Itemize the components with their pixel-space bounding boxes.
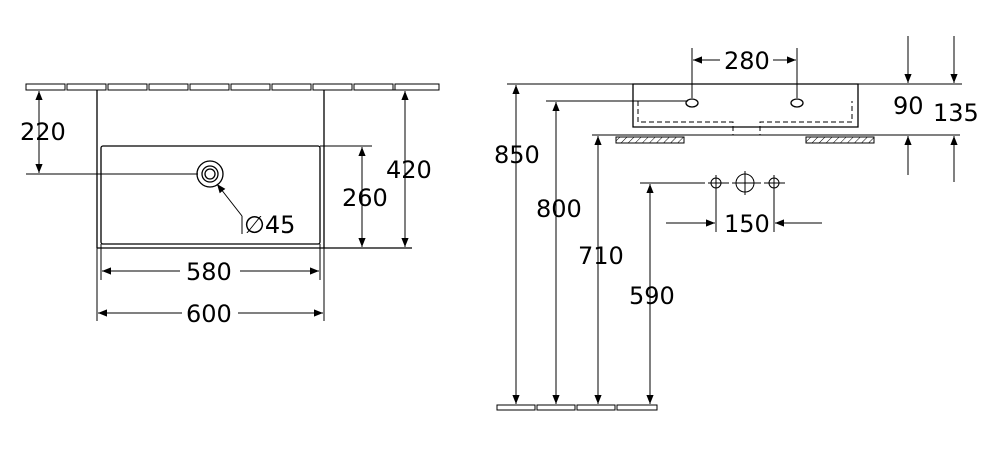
connection-left — [708, 175, 724, 191]
bracket-right — [805, 136, 875, 144]
dim-135-label: 135 — [933, 99, 979, 127]
dim-590-label: 590 — [629, 282, 675, 310]
dim-diameter-label: ∅45 — [244, 211, 295, 239]
dim-420-label: 420 — [386, 156, 432, 184]
side-view: 280 90 135 850 800 710 590 — [494, 36, 979, 411]
tap-hole — [196, 160, 224, 188]
dim-600-label: 600 — [186, 300, 232, 328]
dim-220-label: 220 — [20, 118, 66, 146]
bowl-outline — [100, 145, 321, 245]
basin-side-outline — [632, 83, 859, 128]
dim-800-label: 800 — [536, 195, 582, 223]
connection-right — [766, 175, 782, 191]
dim-90-label: 90 — [893, 92, 924, 120]
hole-right — [790, 98, 804, 108]
hole-left — [685, 98, 699, 108]
dim-850-label: 850 — [494, 141, 540, 169]
wall-band — [25, 83, 440, 91]
dim-260-label: 260 — [342, 184, 388, 212]
top-view: 220 260 420 ∅45 580 600 — [20, 83, 440, 328]
dim-280-label: 280 — [724, 47, 770, 75]
connection-drain — [733, 171, 757, 195]
dim-710-label: 710 — [578, 242, 624, 270]
basin-hidden-bowl — [637, 101, 853, 136]
dim-150-label: 150 — [724, 210, 770, 238]
dim-580-label: 580 — [186, 258, 232, 286]
floor-band — [496, 404, 658, 411]
bracket-left — [615, 136, 685, 144]
